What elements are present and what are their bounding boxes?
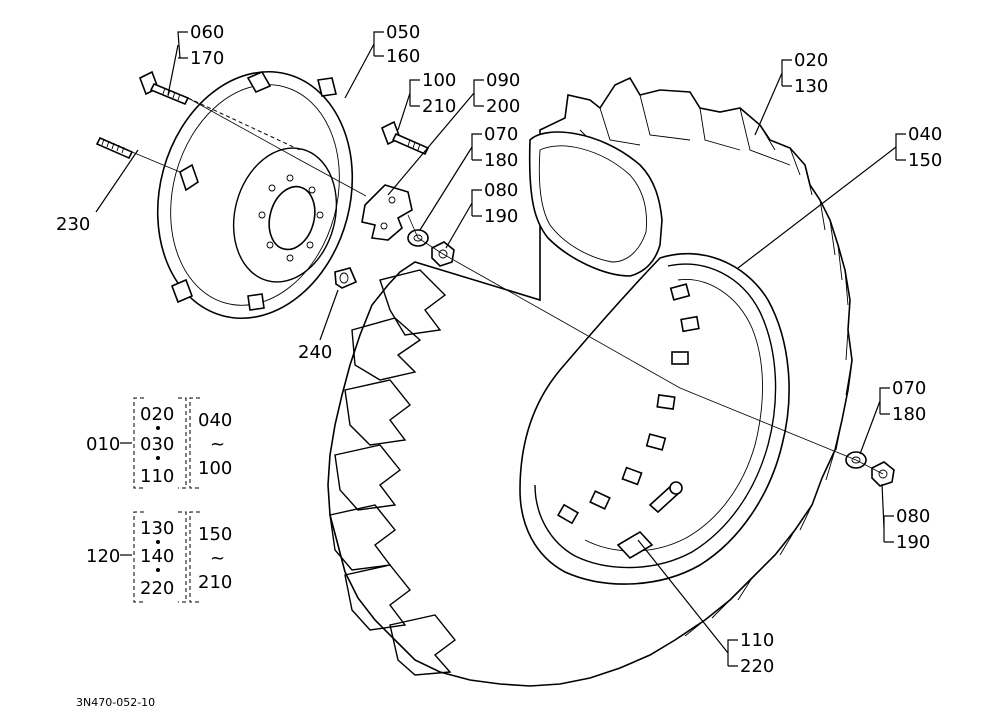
diagram-code: 3N470-052-10 bbox=[76, 696, 155, 709]
wheel-disc bbox=[156, 70, 354, 320]
group-120-to: 210 bbox=[198, 572, 232, 593]
group-120-tilde: ~ bbox=[210, 548, 225, 569]
label-160: 160 bbox=[386, 46, 420, 67]
label-080-b: 080 bbox=[896, 506, 930, 527]
valve-stem bbox=[648, 481, 683, 514]
rim-flange bbox=[534, 263, 777, 569]
label-070-a: 070 bbox=[484, 124, 518, 145]
tire-cross-section bbox=[528, 131, 663, 277]
label-180-a: 180 bbox=[484, 150, 518, 171]
group-010-c: 110 bbox=[140, 466, 174, 487]
label-240: 240 bbox=[298, 342, 332, 363]
rim-lugs bbox=[556, 283, 700, 525]
group-120-main: 120 bbox=[86, 546, 120, 567]
disc-bolt-holes bbox=[258, 174, 324, 262]
label-180-b: 180 bbox=[892, 404, 926, 425]
tire-lug-7 bbox=[389, 614, 456, 676]
tire-ridge-top bbox=[579, 94, 791, 166]
label-130: 130 bbox=[794, 76, 828, 97]
disc-clamp-2 bbox=[317, 77, 337, 97]
label-190-a: 190 bbox=[484, 206, 518, 227]
group-010: 010 020 030 110 040 ~ 100 bbox=[86, 397, 232, 489]
label-210-a: 210 bbox=[422, 96, 456, 117]
axis-line-lower bbox=[131, 151, 181, 173]
label-080-a: 080 bbox=[484, 180, 518, 201]
label-040: 040 bbox=[908, 124, 942, 145]
label-090: 090 bbox=[486, 70, 520, 91]
tire-lug-1 bbox=[351, 317, 422, 381]
disc-clamp-3 bbox=[179, 163, 199, 192]
label-110: 110 bbox=[740, 630, 774, 651]
tire-inner-opening bbox=[519, 252, 790, 585]
disc-clamp-4 bbox=[170, 278, 194, 304]
tire-lug-2 bbox=[379, 269, 447, 336]
group-120-from: 150 bbox=[198, 524, 232, 545]
tire bbox=[327, 76, 853, 687]
rim-label-plate bbox=[616, 530, 654, 560]
group-120: 120 130 140 220 150 ~ 210 bbox=[86, 511, 232, 603]
label-100-a: 100 bbox=[422, 70, 456, 91]
group-120-a: 130 bbox=[140, 518, 174, 539]
group-010-to: 100 bbox=[198, 458, 232, 479]
group-010-main: 010 bbox=[86, 434, 120, 455]
label-070-b: 070 bbox=[892, 378, 926, 399]
nut-240 bbox=[334, 267, 358, 289]
label-050: 050 bbox=[386, 22, 420, 43]
label-060: 060 bbox=[190, 22, 224, 43]
stud-230 bbox=[95, 136, 134, 160]
leader-lines bbox=[95, 31, 906, 667]
label-020: 020 bbox=[794, 50, 828, 71]
axis-line-washer bbox=[407, 214, 884, 475]
bolt-060 bbox=[138, 70, 190, 106]
group-010-b: 030 bbox=[140, 434, 174, 455]
tire-lug-6 bbox=[344, 564, 411, 631]
clamp-090 bbox=[361, 184, 413, 241]
tire-lug-4 bbox=[334, 444, 401, 511]
tire-lug-5 bbox=[329, 504, 396, 571]
group-010-from: 040 bbox=[198, 410, 232, 431]
label-150: 150 bbox=[908, 150, 942, 171]
bolt-100 bbox=[380, 120, 430, 156]
label-170-a: 170 bbox=[190, 48, 224, 69]
group-010-tilde: ~ bbox=[210, 434, 225, 455]
group-120-b: 140 bbox=[140, 546, 174, 567]
axis-line-main bbox=[187, 97, 367, 197]
label-190-b: 190 bbox=[896, 532, 930, 553]
disc-clamp-1 bbox=[246, 70, 272, 94]
label-230: 230 bbox=[56, 214, 90, 235]
rim bbox=[534, 263, 777, 569]
tire-cross-section-inner bbox=[538, 145, 647, 263]
group-120-c: 220 bbox=[140, 578, 174, 599]
tire-ridge-right bbox=[684, 124, 853, 637]
label-200: 200 bbox=[486, 96, 520, 117]
rim-inner-edge bbox=[584, 279, 763, 552]
label-220: 220 bbox=[740, 656, 774, 677]
disc-clamp-5 bbox=[247, 293, 265, 311]
group-010-a: 020 bbox=[140, 404, 174, 425]
tire-lug-3 bbox=[344, 379, 411, 446]
